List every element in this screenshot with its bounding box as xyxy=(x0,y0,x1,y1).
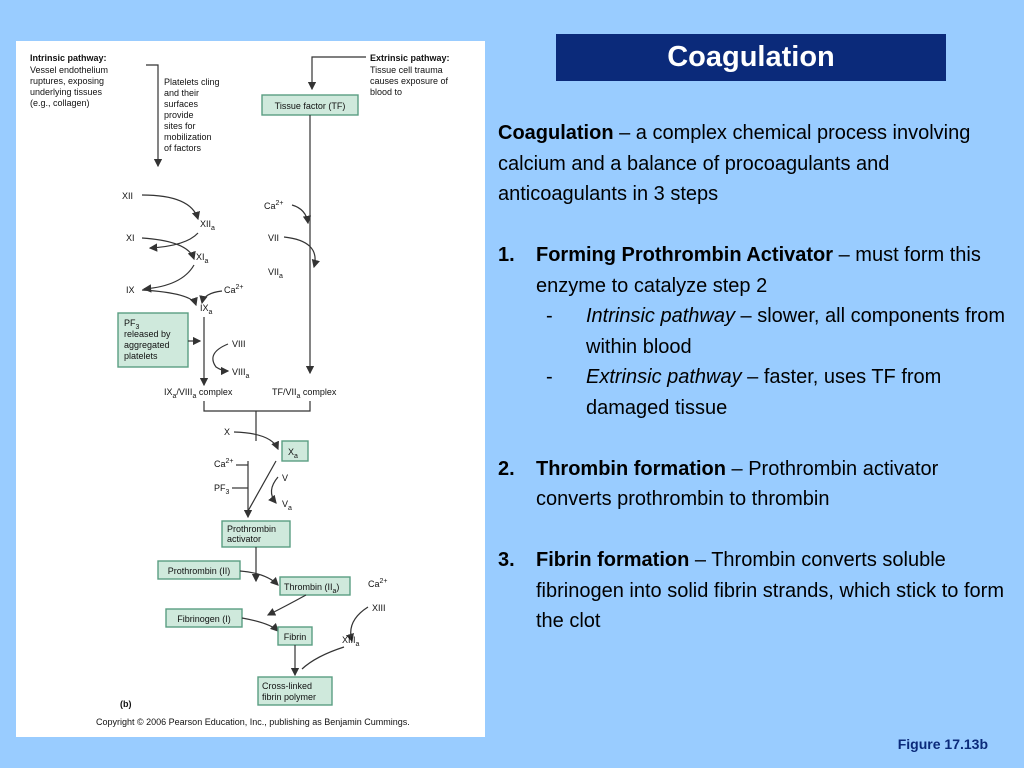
extrinsic-description: Tissue cell trauma causes exposure of bl… xyxy=(370,65,451,97)
extrinsic-title: Extrinsic pathway: xyxy=(370,53,450,63)
factor-xiiia: XIIIa xyxy=(342,635,360,648)
v-arrow xyxy=(268,476,279,504)
intro-text: – a complex chemical process involving c… xyxy=(498,122,971,205)
factor-x: X xyxy=(224,427,230,437)
pf3-platelets-label: PF3 released by aggregated platelets xyxy=(124,318,173,361)
slide-title: Coagulation xyxy=(556,34,946,81)
complex-join-line xyxy=(203,401,311,412)
xiii-arrow xyxy=(345,606,369,643)
prothrombin-arrow xyxy=(239,570,279,586)
extrinsic-trigger-arrow xyxy=(307,56,366,91)
step-number: 1. xyxy=(498,244,515,266)
factor-xa: Xa xyxy=(288,447,298,460)
prothrombin-box xyxy=(157,560,241,580)
coagulation-diagram: Intrinsic pathway: Vessel endothelium ru… xyxy=(16,41,485,737)
factor-viia: VIIa xyxy=(268,267,283,280)
factor-xa-box xyxy=(281,440,309,462)
calcium-ix: Ca2+ xyxy=(224,284,244,295)
intro-paragraph: Coagulation – a complex chemical process… xyxy=(498,118,1013,210)
prothrombin-label: Prothrombin (II) xyxy=(168,566,231,576)
factor-xiii: XIII xyxy=(372,603,386,613)
crosslinked-fibrin-box xyxy=(257,676,333,706)
tf-vii-complex: TF/VIIa complex xyxy=(272,387,337,400)
step-1: 1. Forming Prothrombin Activator – must … xyxy=(498,240,1013,301)
intrinsic-description: Vessel endothelium ruptures, exposing un… xyxy=(30,65,111,108)
sub-item-intrinsic: - Intrinsic pathway – slower, all compon… xyxy=(546,301,1013,362)
copyright-note: Copyright © 2006 Pearson Education, Inc.… xyxy=(96,717,410,727)
prothrombin-activator-box xyxy=(221,520,291,548)
coagulation-diagram-svg: Intrinsic pathway: Vessel endothelium ru… xyxy=(30,53,451,727)
x-arrow xyxy=(233,431,279,451)
step-number: 3. xyxy=(498,549,515,571)
factor-vii: VII xyxy=(268,233,279,243)
factor-ix: IX xyxy=(126,285,135,295)
pf3-platelets-box xyxy=(117,312,189,368)
tissue-factor-label: Tissue factor (TF) xyxy=(275,101,346,111)
calcium-x: Ca2+ xyxy=(214,458,234,469)
step-2: 2. Thrombin formation – Prothrombin acti… xyxy=(498,454,1013,515)
factor-v: V xyxy=(282,473,288,483)
sub-term: Extrinsic pathway xyxy=(586,366,742,388)
calcium-xiii: Ca2+ xyxy=(368,578,388,589)
ix-viii-complex: IXa/VIIIa complex xyxy=(164,387,233,400)
panel-letter: (b) xyxy=(120,699,132,709)
step-term: Thrombin formation xyxy=(536,457,726,480)
step-text: – must form this enzyme to catalyze step… xyxy=(536,244,981,297)
calcium-vii-arrow xyxy=(291,204,312,225)
xia-to-ix-arrow xyxy=(142,264,195,293)
intrinsic-title: Intrinsic pathway: xyxy=(30,53,107,63)
step-number: 2. xyxy=(498,457,515,480)
viii-arrow xyxy=(212,343,230,376)
xiiia-to-crosslink-line xyxy=(301,646,345,670)
factor-xi: XI xyxy=(126,233,135,243)
sub-item-extrinsic: - Extrinsic pathway – faster, uses TF fr… xyxy=(546,362,1013,423)
factor-xia: XIa xyxy=(196,252,209,265)
thrombin-label: Thrombin (IIa) xyxy=(284,582,339,595)
xa-combine-line xyxy=(247,460,277,512)
xiia-to-xi-arrow xyxy=(148,232,199,252)
sub-dash: - xyxy=(546,305,553,327)
figure-label: Figure 17.13b xyxy=(897,736,988,752)
intro-term: Coagulation xyxy=(498,122,614,144)
fibrinogen-arrow xyxy=(241,617,279,632)
factor-xii: XII xyxy=(122,191,133,201)
sub-term: Intrinsic pathway xyxy=(586,305,735,327)
step-term: Fibrin formation xyxy=(536,549,690,571)
calcium-vii: Ca2+ xyxy=(264,200,284,211)
xii-arrow xyxy=(141,194,201,221)
factor-va: Va xyxy=(282,499,292,512)
text-panel: Coagulation – a complex chemical process… xyxy=(498,118,1013,637)
intrinsic-trigger-arrow xyxy=(146,64,163,168)
thrombin-box xyxy=(279,576,351,596)
step-text: – Prothrombin activator converts prothro… xyxy=(536,457,939,511)
thrombin-to-fibrinogen-arrow xyxy=(266,594,307,616)
calcium-ix-arrow xyxy=(199,290,223,305)
xi-arrow xyxy=(141,237,196,261)
pf3-label: PF3 xyxy=(214,483,230,496)
factor-viiia: VIIIa xyxy=(232,367,250,380)
ix-arrow xyxy=(141,289,198,307)
sub-dash: - xyxy=(546,366,553,388)
step-text: – Thrombin converts soluble fibrinogen i… xyxy=(536,549,1004,632)
platelets-description: Platelets cling and their surfaces provi… xyxy=(164,77,222,153)
prothrombin-activator-label: Prothrombin activator xyxy=(227,524,279,544)
sub-text: – faster, uses TF from damaged tissue xyxy=(586,366,942,419)
factor-ixa: IXa xyxy=(200,303,213,316)
step-term: Forming Prothrombin Activator xyxy=(536,244,834,266)
factor-xiia: XIIa xyxy=(200,219,215,232)
step-3: 3. Fibrin formation – Thrombin converts … xyxy=(498,545,1013,637)
crosslinked-fibrin-label: Cross-linked fibrin polymer xyxy=(262,681,316,702)
vii-arrow xyxy=(283,236,320,269)
sub-text: – slower, all components from within blo… xyxy=(586,305,1006,358)
factor-viii: VIII xyxy=(232,339,246,349)
fibrin-label: Fibrin xyxy=(284,632,307,642)
fibrinogen-label: Fibrinogen (I) xyxy=(177,614,231,624)
